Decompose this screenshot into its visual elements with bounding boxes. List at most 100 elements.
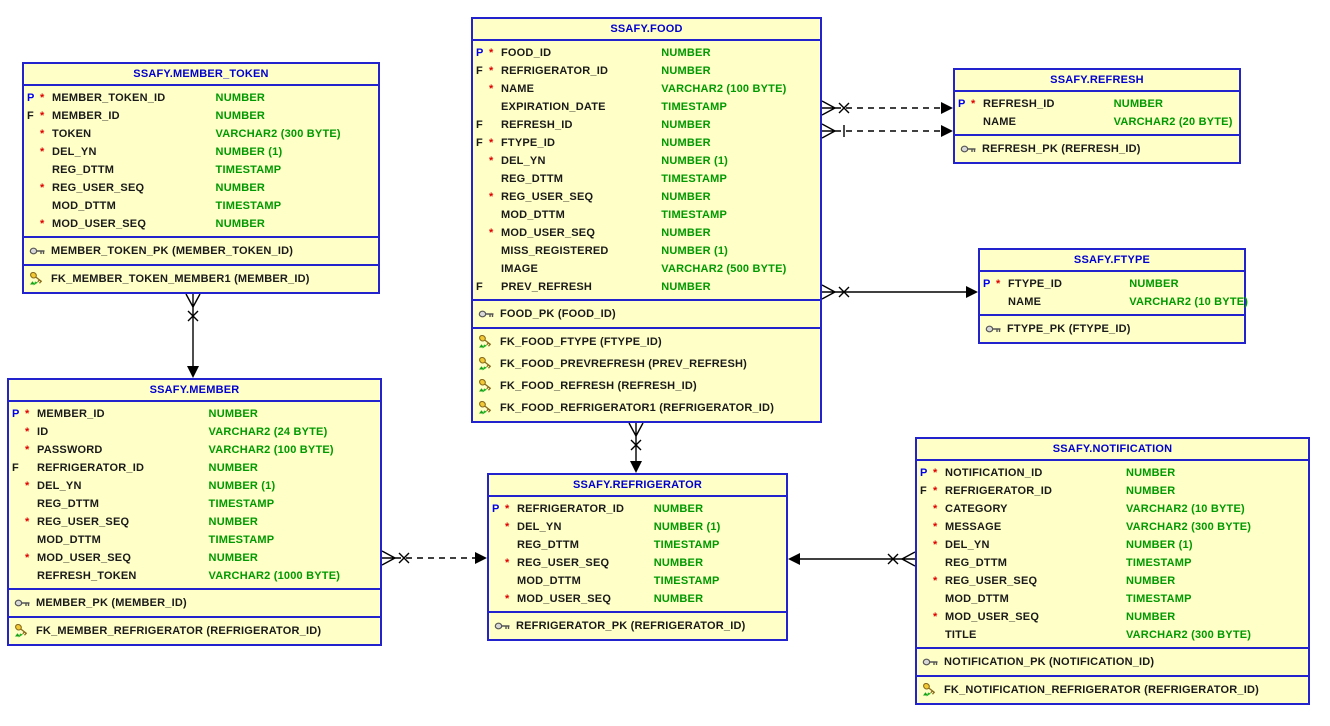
primary-key-row[interactable]: FOOD_PK (FOOD_ID): [473, 303, 820, 325]
primary-key-row[interactable]: REFRESH_PK (REFRESH_ID): [955, 138, 1239, 160]
primary-key-row[interactable]: REFRIGERATOR_PK (REFRIGERATOR_ID): [489, 615, 786, 637]
primary-key-row[interactable]: NOTIFICATION_PK (NOTIFICATION_ID): [917, 651, 1308, 673]
primary-key-marker: P: [27, 92, 35, 104]
primary-key-icon: [478, 310, 494, 318]
column-name: REFRESH_ID: [501, 119, 573, 131]
column-name: DEL_YN: [37, 480, 82, 492]
foreign-key-row[interactable]: FK_MEMBER_REFRIGERATOR (REFRIGERATOR_ID): [9, 620, 380, 642]
entity-title-food[interactable]: SSAFY.FOOD: [473, 19, 820, 41]
foreign-key-row-label: FK_MEMBER_TOKEN_MEMBER1 (MEMBER_ID): [51, 273, 310, 285]
column-type: VARCHAR2 (300 BYTE): [1125, 521, 1252, 533]
required-marker: *: [933, 575, 938, 587]
relationship-FK_MEMBER_REFRIGERATOR[interactable]: [381, 550, 487, 566]
foreign-key-row[interactable]: FK_FOOD_FTYPE (FTYPE_ID): [473, 331, 820, 353]
foreign-key-row[interactable]: FK_FOOD_REFRIGERATOR1 (REFRIGERATOR_ID): [473, 397, 820, 419]
entity-title-ftype[interactable]: SSAFY.FTYPE: [980, 250, 1244, 272]
foreign-key-row[interactable]: FK_FOOD_REFRESH (REFRESH_ID): [473, 375, 820, 397]
primary-key-row[interactable]: MEMBER_PK (MEMBER_ID): [9, 592, 380, 614]
relationship-FK_FOOD_REFRESH[interactable]: [821, 100, 953, 116]
relationship-FK_NOTIFICATION_REFRIGERATOR[interactable]: [788, 551, 916, 567]
entity-title-notification[interactable]: SSAFY.NOTIFICATION: [917, 439, 1308, 461]
foreign-key-row[interactable]: FK_MEMBER_TOKEN_MEMBER1 (MEMBER_ID): [24, 268, 378, 290]
required-marker: *: [933, 467, 938, 479]
foreign-key-row[interactable]: FK_NOTIFICATION_REFRIGERATOR (REFRIGERAT…: [917, 679, 1308, 701]
required-marker: *: [505, 557, 510, 569]
relationship-FK_FOOD_FTYPE[interactable]: [821, 284, 978, 300]
entity-title-refrigerator[interactable]: SSAFY.REFRIGERATOR: [489, 475, 786, 497]
column-name: MEMBER_TOKEN_ID: [52, 92, 166, 104]
column-type: VARCHAR2 (300 BYTE): [1125, 629, 1252, 641]
primary-key-row[interactable]: MEMBER_TOKEN_PK (MEMBER_TOKEN_ID): [24, 240, 378, 262]
relationship-FK_MEMBER_TOKEN_MEMBER1[interactable]: [185, 293, 201, 378]
relationship-FK_FOOD_PREVREFRESH[interactable]: [821, 123, 953, 139]
primary-key-row[interactable]: FTYPE_PK (FTYPE_ID): [980, 318, 1244, 340]
relationship-FK_FOOD_REFRIGERATOR1[interactable]: [628, 422, 644, 473]
entity-title-member[interactable]: SSAFY.MEMBER: [9, 380, 380, 402]
entity-title-member_token[interactable]: SSAFY.MEMBER_TOKEN: [24, 64, 378, 86]
foreign-key-row[interactable]: FK_FOOD_PREVREFRESH (PREV_REFRESH): [473, 353, 820, 375]
entity-title-refresh[interactable]: SSAFY.REFRESH: [955, 70, 1239, 92]
